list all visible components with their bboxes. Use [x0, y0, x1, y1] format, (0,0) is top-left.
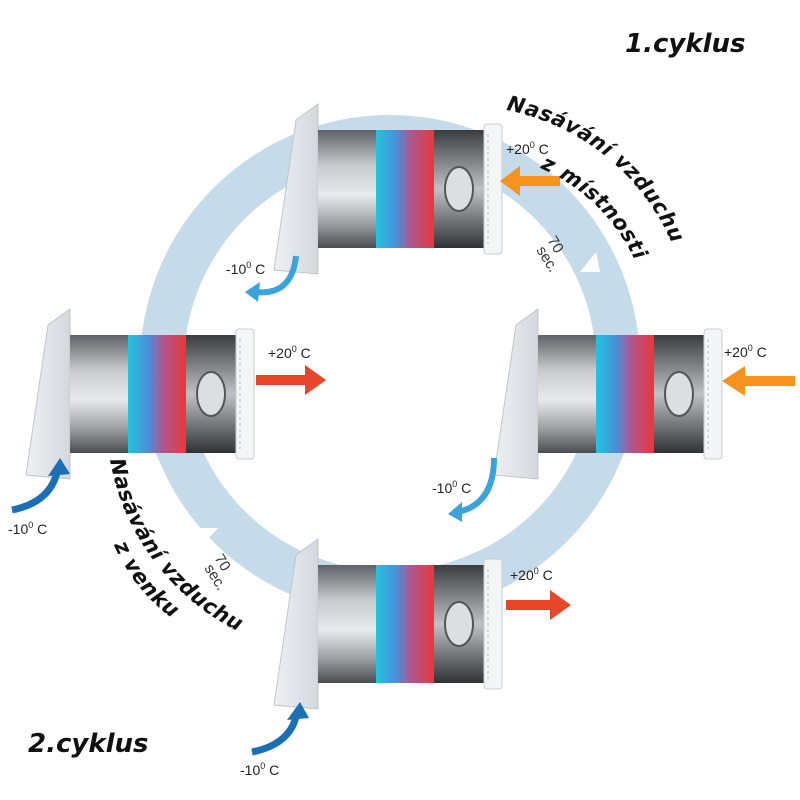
warm-output-arrow-left	[256, 365, 326, 395]
timer-marker-2	[198, 528, 218, 550]
warm-intake-arrow-top	[500, 166, 560, 196]
cold-arrow-top	[254, 255, 299, 296]
temp-warm-left: +200 C	[268, 344, 311, 361]
temp-cold-bottom: -100 C	[240, 761, 279, 778]
cycle-2-title: 2.cyklus	[28, 729, 149, 759]
warm-output-arrow-bottom	[506, 590, 571, 620]
temp-cold-left: -100 C	[8, 520, 47, 537]
cold-arrow-right	[457, 457, 497, 515]
cycle-1-title: 1.cyklus	[625, 29, 746, 59]
temp-cold-top: -100 C	[226, 260, 265, 277]
timer-value-1: 70	[544, 233, 567, 256]
temp-cold-right: -100 C	[432, 479, 471, 496]
temp-warm-top: +200 C	[506, 140, 549, 157]
temp-warm-bottom: +200 C	[510, 566, 553, 583]
temp-warm-right: +200 C	[724, 343, 767, 360]
timer-marker-1	[580, 252, 600, 272]
warm-intake-arrow-right	[722, 366, 795, 396]
unit-left	[25, 308, 255, 480]
timer-value-2: 70	[211, 551, 234, 574]
